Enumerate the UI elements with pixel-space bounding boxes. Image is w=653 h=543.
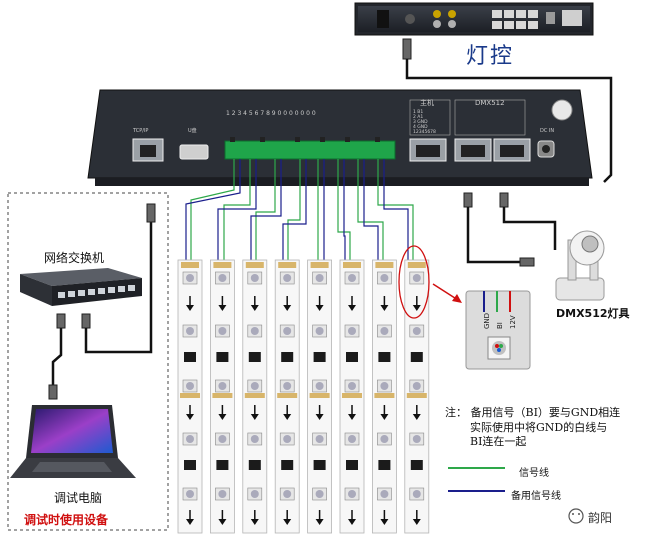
led-strip bbox=[177, 259, 203, 534]
dip-line-1: 1 B1 bbox=[413, 109, 423, 115]
led-strip bbox=[371, 259, 397, 534]
master-title: 主机 bbox=[420, 98, 434, 107]
zoom-detail: GND BI 12V bbox=[465, 290, 531, 370]
debug-pc-note: 调试时使用设备 bbox=[24, 513, 109, 527]
port-numbers: 1 2 3 4 5 6 7 8 9 0 0 0 0 0 0 0 bbox=[226, 110, 316, 117]
dmx-cables bbox=[463, 192, 557, 267]
brand-label: 韵阳 bbox=[588, 511, 613, 525]
dmx-fixture-image bbox=[555, 230, 605, 301]
top-light-controller bbox=[354, 2, 594, 36]
debug-pc-label: 调试电脑 bbox=[54, 491, 103, 505]
led-strips bbox=[177, 259, 430, 534]
zoom-pin-gnd: GND bbox=[483, 313, 491, 329]
dip-line-2: 2 A1 bbox=[413, 114, 423, 120]
dc-in-label: DC IN bbox=[540, 128, 554, 134]
tcpip-label: TCP/IP bbox=[132, 128, 148, 134]
dip-line-4: 4 GND bbox=[413, 124, 428, 130]
wires bbox=[185, 159, 414, 262]
main-controller: TCP/IP U盘 1 2 3 4 5 6 7 8 9 0 0 0 0 0 0 … bbox=[87, 89, 593, 186]
highlight-ellipse bbox=[398, 245, 430, 319]
dmx-fixture-label: DMX512灯具 bbox=[556, 307, 630, 320]
light-control-title: 灯控 bbox=[466, 44, 515, 69]
legend-signal-label: 信号线 bbox=[519, 468, 549, 479]
u-port-label: U盘 bbox=[188, 127, 197, 134]
network-switch-label: 网络交换机 bbox=[44, 251, 105, 265]
legend-backup-label: 备用信号线 bbox=[511, 491, 561, 502]
led-strip bbox=[209, 259, 235, 534]
brand-icon bbox=[568, 508, 584, 524]
led-strip bbox=[274, 259, 300, 534]
controller-cable bbox=[402, 38, 613, 183]
zoom-pin-12v: 12V bbox=[509, 315, 517, 329]
led-strip bbox=[307, 259, 333, 534]
note-line-2: 实际使用中将GND的白线与 bbox=[470, 421, 608, 434]
led-strip bbox=[404, 259, 430, 534]
led-strip bbox=[339, 259, 365, 534]
dip-digits: 12345678 bbox=[413, 129, 436, 135]
note-line-1: 注： 备用信号（BI）要与GND相连 bbox=[445, 406, 621, 419]
zoom-arrow bbox=[432, 283, 459, 301]
dip-line-3: 3 GND bbox=[413, 119, 428, 125]
debug-equipment-box bbox=[7, 192, 169, 531]
led-strip bbox=[242, 259, 268, 534]
note-line-3: BI连在一起 bbox=[470, 435, 527, 448]
zoom-pin-bi: BI bbox=[496, 322, 504, 329]
dmx-title: DMX512 bbox=[475, 99, 505, 107]
